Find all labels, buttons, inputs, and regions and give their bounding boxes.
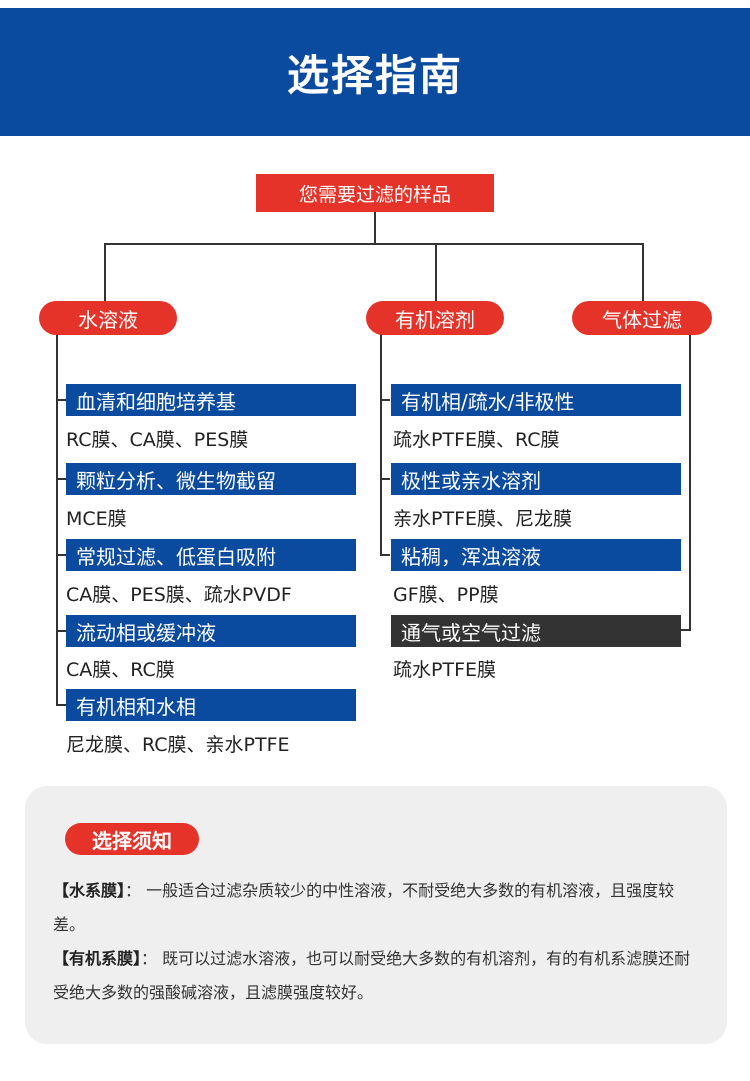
connector-water-tick-4 [56, 630, 66, 632]
root-node: 您需要过滤的样品 [256, 174, 494, 212]
connector-horizontal [104, 243, 644, 245]
notes-title: 选择须知 [65, 823, 199, 855]
gas-membranes-1: 疏水PTFE膜 [393, 659, 496, 681]
water-membranes-5: 尼龙膜、RC膜、亲水PTFE [66, 734, 290, 756]
header-banner: 选择指南 [0, 8, 750, 136]
water-membranes-2: MCE膜 [66, 508, 127, 530]
branch-gas-pill: 气体过滤 [572, 301, 712, 335]
water-membranes-3: CA膜、PES膜、疏水PVDF [66, 584, 292, 606]
note-sep-water: ： [125, 881, 142, 900]
water-category-2: 颗粒分析、微生物截留 [66, 463, 356, 495]
note-item-organic: 【有机系膜】： 既可以过滤水溶液，也可以耐受绝大多数的有机溶剂，有的有机系滤膜还… [53, 942, 703, 1010]
organic-membranes-1: 疏水PTFE膜、RC膜 [393, 429, 560, 451]
water-membranes-1: RC膜、CA膜、PES膜 [66, 429, 249, 451]
organic-membranes-2: 亲水PTFE膜、尼龙膜 [393, 508, 572, 530]
organic-membranes-3: GF膜、PP膜 [393, 584, 499, 606]
connector-organic-tick-3 [380, 554, 390, 556]
page-title: 选择指南 [286, 50, 463, 100]
note-text-organic: 既可以过滤水溶液，也可以耐受绝大多数的有机溶剂，有的有机系滤膜还耐受绝大多数的强… [53, 949, 691, 1002]
connector-gas-tick-1 [680, 629, 691, 631]
connector-organic-vertical [380, 334, 382, 555]
connector-root-down [374, 212, 376, 244]
note-sep-organic: ： [141, 949, 158, 968]
note-item-water: 【水系膜】： 一般适合过滤杂质较少的中性溶液，不耐受绝大多数的有机溶液，且强度较… [53, 874, 703, 942]
connector-gas-vertical [689, 334, 691, 631]
branch-organic-pill: 有机溶剂 [366, 301, 504, 335]
organic-category-2: 极性或亲水溶剂 [391, 463, 681, 495]
water-category-4: 流动相或缓冲液 [66, 615, 356, 647]
notes-panel: 选择须知 【水系膜】： 一般适合过滤杂质较少的中性溶液，不耐受绝大多数的有机溶液… [25, 786, 727, 1044]
organic-category-3: 粘稠，浑浊溶液 [391, 539, 681, 571]
water-category-1: 血清和细胞培养基 [66, 384, 356, 416]
connector-drop-organic [435, 243, 437, 301]
water-category-5: 有机相和水相 [66, 689, 356, 721]
connector-water-tick-5 [56, 704, 66, 706]
notes-body: 【水系膜】： 一般适合过滤杂质较少的中性溶液，不耐受绝大多数的有机溶液，且强度较… [53, 874, 703, 1010]
connector-drop-gas [642, 243, 644, 301]
connector-water-tick-2 [56, 478, 66, 480]
branch-water-pill: 水溶液 [39, 301, 177, 335]
note-text-water: 一般适合过滤杂质较少的中性溶液，不耐受绝大多数的有机溶液，且强度较差。 [53, 881, 675, 934]
water-category-3: 常规过滤、低蛋白吸附 [66, 539, 356, 571]
connector-drop-water [104, 243, 106, 301]
connector-organic-tick-1 [380, 399, 390, 401]
organic-category-1: 有机相/疏水/非极性 [391, 384, 681, 416]
connector-water-tick-1 [56, 399, 66, 401]
connector-water-tick-3 [56, 554, 66, 556]
gas-category-1: 通气或空气过滤 [391, 615, 681, 647]
note-term-organic: 【有机系膜】 [53, 949, 142, 968]
note-term-water: 【水系膜】 [53, 881, 126, 900]
water-membranes-4: CA膜、RC膜 [66, 659, 175, 681]
connector-water-vertical [56, 334, 58, 705]
connector-organic-tick-2 [380, 478, 390, 480]
